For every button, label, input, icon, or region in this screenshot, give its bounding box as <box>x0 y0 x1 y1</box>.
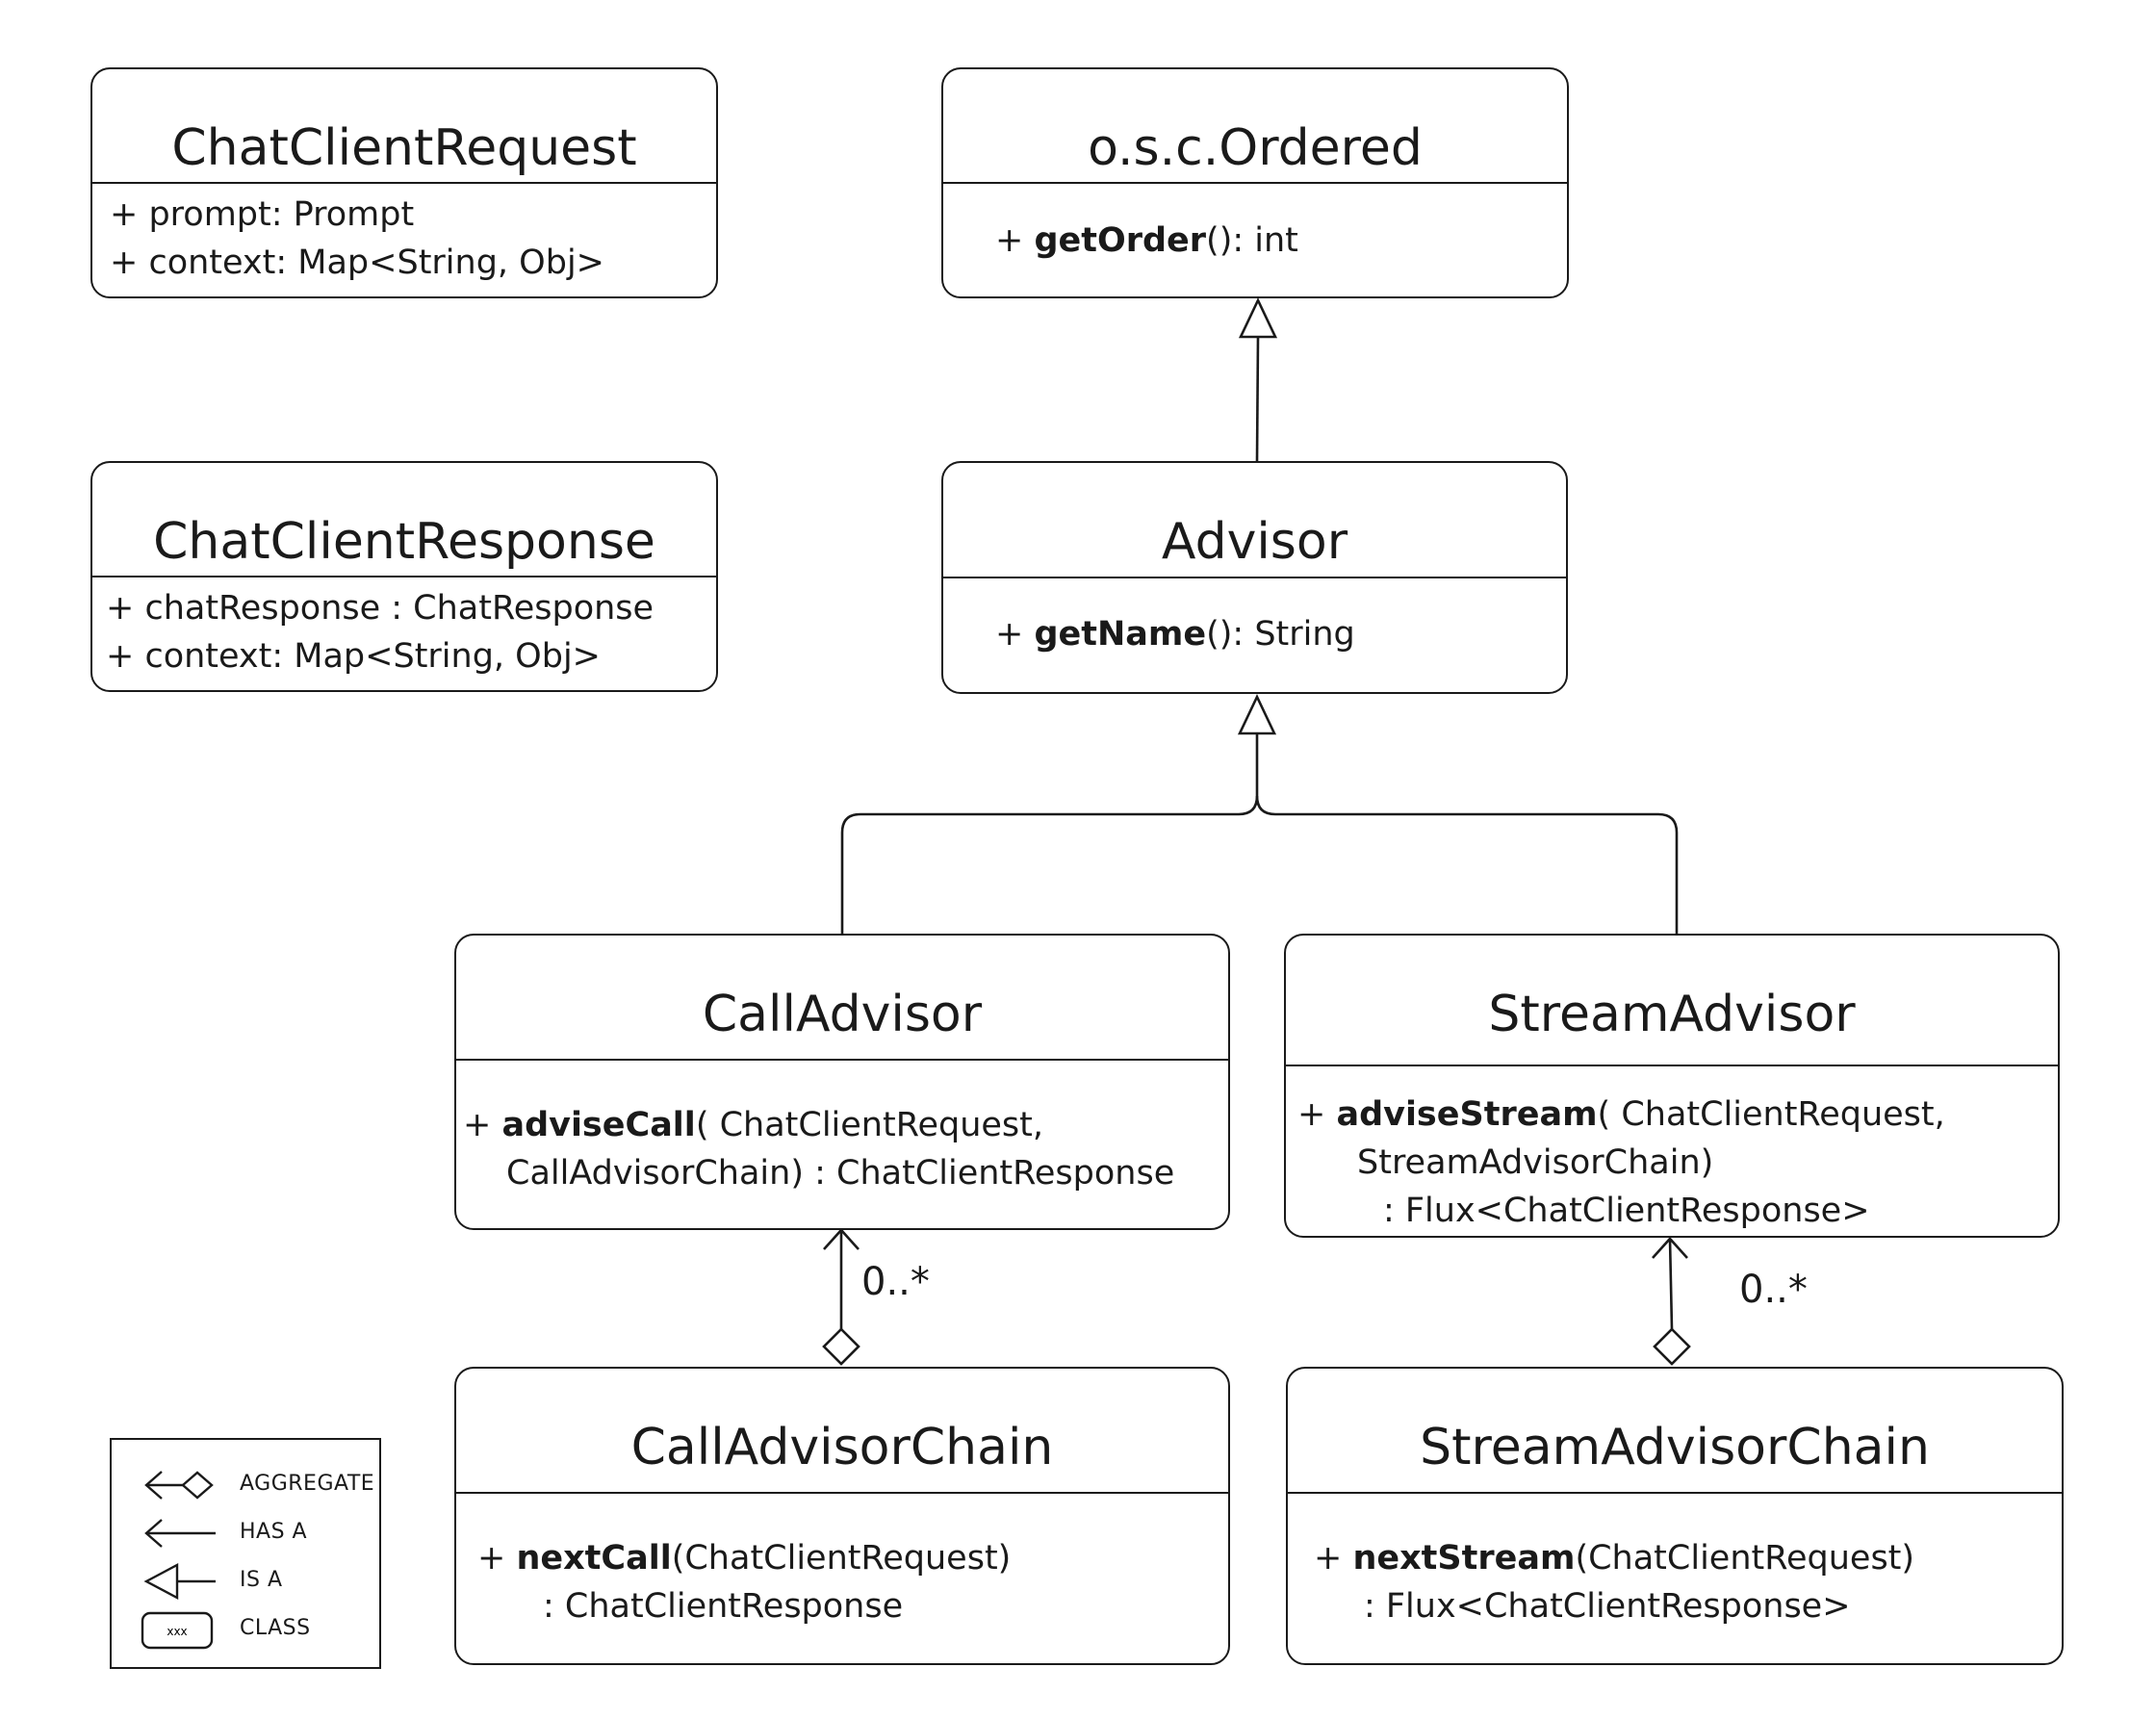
operation-next-stream: nextStream <box>1352 1539 1576 1578</box>
attribute-context: + context: Map<String, Obj> <box>106 637 601 676</box>
operation-signature: (): int <box>1206 221 1298 260</box>
operation-get-name: getName <box>1034 615 1207 654</box>
stream-chain-aggregate-diamond <box>1653 1327 1691 1366</box>
inheritance-arrow-advisor <box>1237 693 1277 735</box>
class-name: o.s.c.Ordered <box>1088 119 1423 177</box>
class-name: ChatClientResponse <box>153 513 655 571</box>
class-name: StreamAdvisor <box>1488 986 1856 1043</box>
attribute-chat-response: + chatResponse : ChatResponse <box>106 589 654 628</box>
operation-signature: ( ChatClientRequest, <box>695 1106 1044 1144</box>
class-chat-client-response[interactable]: ChatClientResponse + chatResponse : Chat… <box>90 461 718 692</box>
legend-row-aggregate: AGGREGATE <box>112 1461 379 1509</box>
operation-prefix: + <box>995 221 1035 260</box>
attribute-context: + context: Map<String, Obj> <box>110 244 604 282</box>
operation-advise-stream: adviseStream <box>1336 1095 1598 1134</box>
class-operations: + getName(): String <box>995 610 1355 658</box>
operation-signature-continued: CallAdvisorChain) : ChatClientResponse <box>506 1154 1175 1193</box>
operation-prefix: + <box>477 1539 517 1578</box>
stream-advisor-to-advisor-line <box>1255 795 1679 936</box>
class-operations: + adviseCall( ChatClientRequest, CallAdv… <box>463 1101 1174 1197</box>
operation-signature: (ChatClientRequest) <box>671 1539 1012 1578</box>
class-chat-client-request[interactable]: ChatClientRequest + prompt: Prompt + con… <box>90 67 718 298</box>
advisor-to-ordered-line <box>1255 336 1260 462</box>
operation-prefix: + <box>995 615 1035 654</box>
operation-return-type: : Flux<ChatClientResponse> <box>1383 1192 1870 1230</box>
class-attributes: + chatResponse : ChatResponse + context:… <box>106 584 654 680</box>
operation-return-type: : Flux<ChatClientResponse> <box>1364 1587 1851 1626</box>
legend-row-has-a: HAS A <box>112 1509 379 1557</box>
class-name: StreamAdvisorChain <box>1420 1419 1930 1476</box>
class-name: CallAdvisor <box>702 986 983 1043</box>
has-a-arrow-icon <box>144 1519 216 1548</box>
legend: AGGREGATE HAS A IS A xxx CLASS <box>110 1438 381 1669</box>
call-chain-open-arrow <box>823 1228 860 1250</box>
class-name: CallAdvisorChain <box>630 1419 1054 1476</box>
class-separator <box>456 1059 1228 1061</box>
class-separator <box>943 182 1567 184</box>
legend-label-aggregate: AGGREGATE <box>240 1472 375 1496</box>
class-box-icon: xxx <box>141 1611 214 1650</box>
operation-signature: (ChatClientRequest) <box>1575 1539 1915 1578</box>
class-advisor[interactable]: Advisor + getName(): String <box>941 461 1568 694</box>
class-operations: + nextStream(ChatClientRequest) : Flux<C… <box>1314 1534 1914 1630</box>
legend-label-class: CLASS <box>240 1616 311 1640</box>
legend-label-is-a: IS A <box>240 1568 283 1592</box>
class-call-advisor[interactable]: CallAdvisor + adviseCall( ChatClientRequ… <box>454 934 1230 1230</box>
legend-row-class: xxx CLASS <box>112 1605 379 1654</box>
operation-return-type: : ChatClientResponse <box>543 1587 904 1626</box>
operation-prefix: + <box>463 1106 502 1144</box>
class-call-advisor-chain[interactable]: CallAdvisorChain + nextCall(ChatClientRe… <box>454 1367 1230 1665</box>
is-a-arrow-icon <box>143 1563 216 1600</box>
legend-label-has-a: HAS A <box>240 1520 308 1544</box>
attribute-prompt: + prompt: Prompt <box>110 195 415 234</box>
class-separator <box>1288 1492 2062 1494</box>
class-separator <box>92 576 716 577</box>
operation-advise-call: adviseCall <box>501 1106 696 1144</box>
call-advisor-to-advisor-line <box>840 733 1259 936</box>
operation-signature-continued: StreamAdvisorChain) <box>1357 1143 1714 1182</box>
stream-chain-open-arrow <box>1652 1237 1688 1259</box>
class-attributes: + prompt: Prompt + context: Map<String, … <box>110 191 604 287</box>
operation-get-order: getOrder <box>1034 221 1207 260</box>
aggregate-symbol-icon <box>144 1471 214 1500</box>
inheritance-arrow-ordered <box>1238 296 1278 339</box>
operation-prefix: + <box>1314 1539 1353 1578</box>
operation-signature: ( ChatClientRequest, <box>1597 1095 1945 1134</box>
legend-row-is-a: IS A <box>112 1557 379 1605</box>
class-box-icon-text: xxx <box>167 1625 187 1638</box>
operation-prefix: + <box>1297 1095 1337 1134</box>
multiplicity-stream: 0..* <box>1739 1268 1808 1312</box>
stream-chain-aggregate-line <box>1668 1238 1674 1330</box>
operation-next-call: nextCall <box>516 1539 672 1578</box>
operation-signature: (): String <box>1206 615 1355 654</box>
class-operations: + getOrder(): int <box>995 217 1298 265</box>
multiplicity-call: 0..* <box>861 1260 930 1304</box>
class-separator <box>1286 1065 2058 1066</box>
class-name: ChatClientRequest <box>171 119 637 177</box>
class-separator <box>92 182 716 184</box>
class-stream-advisor[interactable]: StreamAdvisor + adviseStream( ChatClient… <box>1284 934 2060 1238</box>
class-name: Advisor <box>1161 513 1348 571</box>
class-operations: + nextCall(ChatClientRequest) : ChatClie… <box>477 1534 1011 1630</box>
call-chain-aggregate-diamond <box>822 1327 860 1366</box>
class-operations: + adviseStream( ChatClientRequest, Strea… <box>1297 1090 1945 1235</box>
class-separator <box>456 1492 1228 1494</box>
class-ordered[interactable]: o.s.c.Ordered + getOrder(): int <box>941 67 1569 298</box>
class-stream-advisor-chain[interactable]: StreamAdvisorChain + nextStream(ChatClie… <box>1286 1367 2064 1665</box>
class-separator <box>943 577 1566 578</box>
